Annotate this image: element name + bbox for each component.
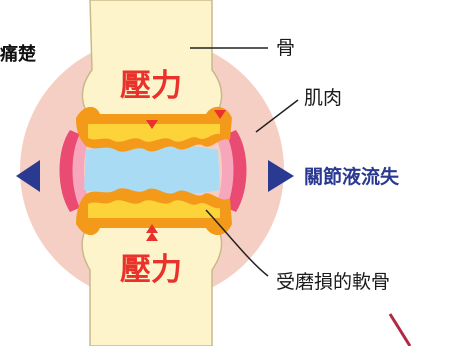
decorative-stick	[390, 314, 410, 346]
bone-label: 骨	[276, 37, 295, 59]
muscle-label: 肌肉	[304, 87, 342, 109]
corner-label: 痛楚	[0, 43, 36, 65]
joint-fluid	[84, 144, 220, 196]
cartilage-label: 受磨損的軟骨	[276, 271, 390, 293]
pressure-label-top: 壓力	[120, 68, 182, 104]
pressure-label-bottom: 壓力	[120, 252, 182, 288]
fluid-loss-label: 關節液流失	[304, 165, 400, 188]
